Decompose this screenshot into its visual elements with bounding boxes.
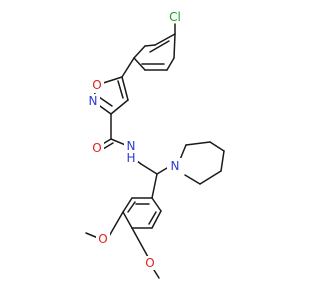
bond-aryl-methoxy-lower — [131, 227, 149, 258]
bond-isoxazole-c4-c5-double — [117, 80, 124, 99]
bond-ch-pip-n — [156, 167, 168, 175]
isoxazole-nitrogen-label: N — [89, 94, 98, 108]
bond-carbonyl-oxygen-double — [102, 142, 114, 150]
molecule-structure-diagram: Cl O N O N H N O O — [85, 9, 225, 279]
bond-pip-3 — [209, 141, 225, 152]
bond-clphenyl-3 — [166, 57, 175, 71]
isoxazole-oxygen-bg — [90, 79, 104, 93]
methoxy-oxygen-upper-bg — [96, 232, 110, 246]
carbonyl-oxygen-label: O — [92, 141, 101, 155]
atom-labels: Cl O N O N H N O O — [86, 9, 184, 270]
bond-aryl-double-2 — [127, 201, 136, 213]
chlorine-label-bg — [166, 9, 184, 23]
isoxazole-nitrogen-bg — [86, 94, 100, 108]
bond-pip-4 — [220, 150, 225, 172]
chlorine-label: Cl — [169, 10, 181, 24]
isoxazole-oxygen-label: O — [92, 78, 101, 92]
piperidine-nitrogen-label: N — [171, 159, 180, 173]
bond-isoxazole-c4-c5 — [121, 76, 129, 101]
bond-clphenyl-double-1 — [149, 40, 170, 53]
bond-aryl-double-1 — [148, 211, 157, 225]
bond-ch-aryl — [151, 173, 158, 199]
bond-pip-2 — [185, 141, 211, 146]
bond-aryl-4 — [122, 211, 133, 229]
bond-aryl-2 — [151, 210, 162, 229]
methoxy-oxygen-lower-label: O — [145, 256, 154, 270]
methoxy-oxygen-upper-label: O — [98, 232, 107, 246]
bond-aryl-methoxy-upper — [107, 211, 124, 239]
carbonyl-oxygen-bg — [90, 141, 104, 155]
bond-clphenyl-1 — [154, 33, 176, 46]
bond-clphenyl-6b — [144, 44, 156, 47]
bond-clphenyl-2 — [173, 33, 176, 59]
amide-nitrogen-bg — [124, 140, 138, 162]
bond-clphenyl-6 — [133, 45, 146, 59]
bond-pip-6 — [184, 174, 201, 185]
bond-methoxy-lower-ch3 — [153, 269, 160, 279]
amide-nitrogen-label: N — [127, 139, 136, 153]
methoxy-oxygen-lower-bg — [143, 256, 157, 270]
bond-isoxazole-c3-c4 — [110, 99, 129, 115]
amide-hydrogen-label: H — [126, 151, 135, 165]
bond-pip-5 — [199, 170, 222, 185]
bond-isoxazole-n-c3-double — [98, 96, 113, 107]
bond-aryl-1 — [151, 197, 162, 212]
piperidine-nitrogen-bg — [167, 158, 183, 174]
bond-aryl-5 — [122, 197, 133, 213]
bond-clphenyl-5 — [133, 57, 146, 71]
bond-ch2-ch — [140, 163, 158, 175]
bond-phenyl-isoxazole — [121, 57, 135, 78]
